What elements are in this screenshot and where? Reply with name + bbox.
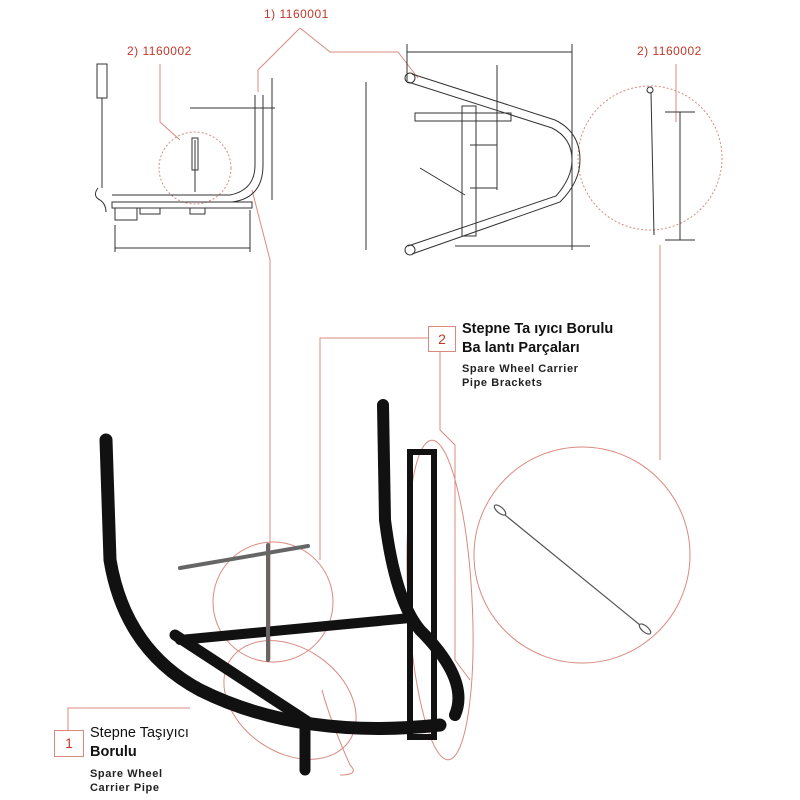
callout-2-subtitle-line2: Pipe Brackets	[462, 377, 543, 389]
front-view-drawing	[365, 44, 590, 256]
part-ref-bracket-left: 2) 1160002	[127, 44, 192, 58]
carrier-frame	[99, 399, 465, 776]
detail-circle-right	[577, 85, 723, 231]
callout-1-title-line1: Stepne Taşıyıcı	[90, 725, 189, 741]
detail-ellipse-bottom	[223, 640, 357, 760]
leader-callout-2	[319, 337, 428, 560]
callout-1-subtitle-line2: Carrier Pipe	[90, 782, 160, 794]
callout-badge-2: 2	[428, 326, 456, 352]
leader-bracket-left	[159, 64, 181, 141]
callout-2-title-line2: Ba lantı Parçaları	[462, 340, 580, 356]
part-ref-bracket-right: 2) 1160002	[637, 44, 702, 58]
leader-lines	[67, 27, 723, 776]
leader-main-side	[257, 27, 301, 92]
callout-1-subtitle-line1: Spare Wheel	[90, 768, 163, 780]
callout-2-subtitle-line1: Spare Wheel Carrier	[462, 363, 579, 375]
callout-2-title-line1: Stepne Ta ıyıcı Borulu	[462, 321, 614, 337]
detail-circle-cable	[473, 446, 691, 664]
detail-circle-side	[158, 131, 232, 205]
cable-drawing	[493, 504, 652, 635]
cable-detail-drawing	[646, 86, 695, 241]
leader-callout-1	[67, 707, 190, 730]
part-ref-main: 1) 1160001	[264, 7, 329, 21]
leader-callout-2-down	[439, 350, 471, 681]
leader-main-top	[299, 27, 419, 79]
side-view-drawing	[94, 63, 275, 252]
detail-outline-bottom	[321, 689, 354, 776]
detail-circle-pin	[212, 541, 334, 663]
callout-badge-1: 1	[54, 730, 84, 757]
leader-side-down	[251, 189, 271, 660]
callout-1-title-line2: Borulu	[90, 744, 137, 760]
